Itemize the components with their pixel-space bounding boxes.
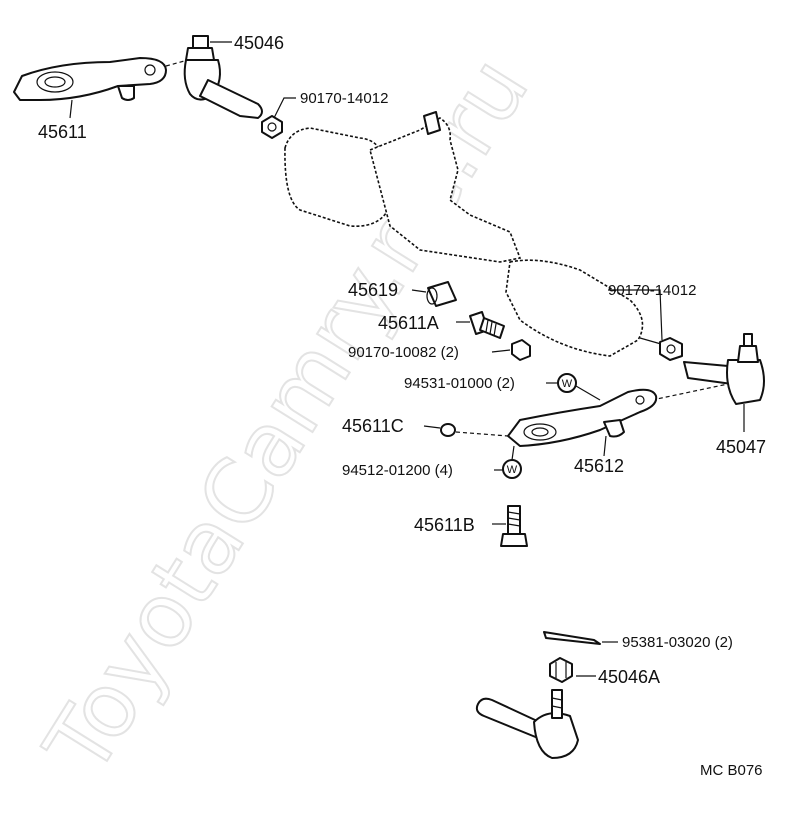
diagram-code: MC B076 bbox=[700, 762, 763, 779]
callout-90170-10082: 90170-10082 (2) bbox=[348, 344, 459, 361]
tie-rod-end-right[interactable] bbox=[651, 333, 765, 405]
callout-45612: 45612 bbox=[574, 456, 624, 476]
collar-45619[interactable] bbox=[426, 281, 457, 307]
knuckle-arm-right[interactable] bbox=[507, 388, 658, 447]
callout-94531: 94531-01000 (2) bbox=[404, 375, 515, 392]
lock-nut-top[interactable] bbox=[261, 115, 283, 139]
callout-45611C: 45611C bbox=[342, 416, 404, 436]
svg-text:W: W bbox=[562, 378, 573, 390]
callout-45611A: 45611A bbox=[378, 313, 439, 333]
callout-95381: 95381-03020 (2) bbox=[622, 634, 733, 651]
callout-45619: 45619 bbox=[348, 280, 398, 300]
callout-45047: 45047 bbox=[716, 437, 766, 457]
nut-90170-10082[interactable] bbox=[511, 339, 531, 361]
callout-94512: 94512-01200 (4) bbox=[342, 462, 453, 479]
callout-90170-14012-right: 90170-14012 bbox=[608, 282, 696, 299]
callout-45611: 45611 bbox=[38, 122, 87, 142]
bushing-45611C[interactable] bbox=[440, 423, 509, 437]
castle-nut-45046A[interactable] bbox=[549, 657, 573, 683]
bolt-45611A[interactable] bbox=[469, 311, 505, 339]
cotter-pin[interactable] bbox=[543, 631, 601, 645]
washer-94512: W bbox=[502, 445, 522, 479]
steering-rack-housing[interactable] bbox=[284, 111, 669, 357]
callout-45046A: 45046A bbox=[598, 667, 660, 687]
lock-nut-right[interactable] bbox=[659, 337, 683, 361]
tie-rod-end-bottom[interactable] bbox=[475, 689, 579, 759]
callout-45046: 45046 bbox=[234, 33, 284, 53]
callout-45611B: 45611B bbox=[414, 515, 475, 535]
knuckle-arm-left[interactable] bbox=[13, 57, 167, 101]
bolt-45611B[interactable] bbox=[500, 505, 528, 547]
washer-94531: W bbox=[557, 373, 601, 401]
leader-lines bbox=[69, 41, 745, 677]
tie-rod-end-top[interactable] bbox=[165, 35, 263, 119]
svg-text:W: W bbox=[507, 464, 518, 476]
callout-90170-14012-top: 90170-14012 bbox=[300, 90, 388, 107]
